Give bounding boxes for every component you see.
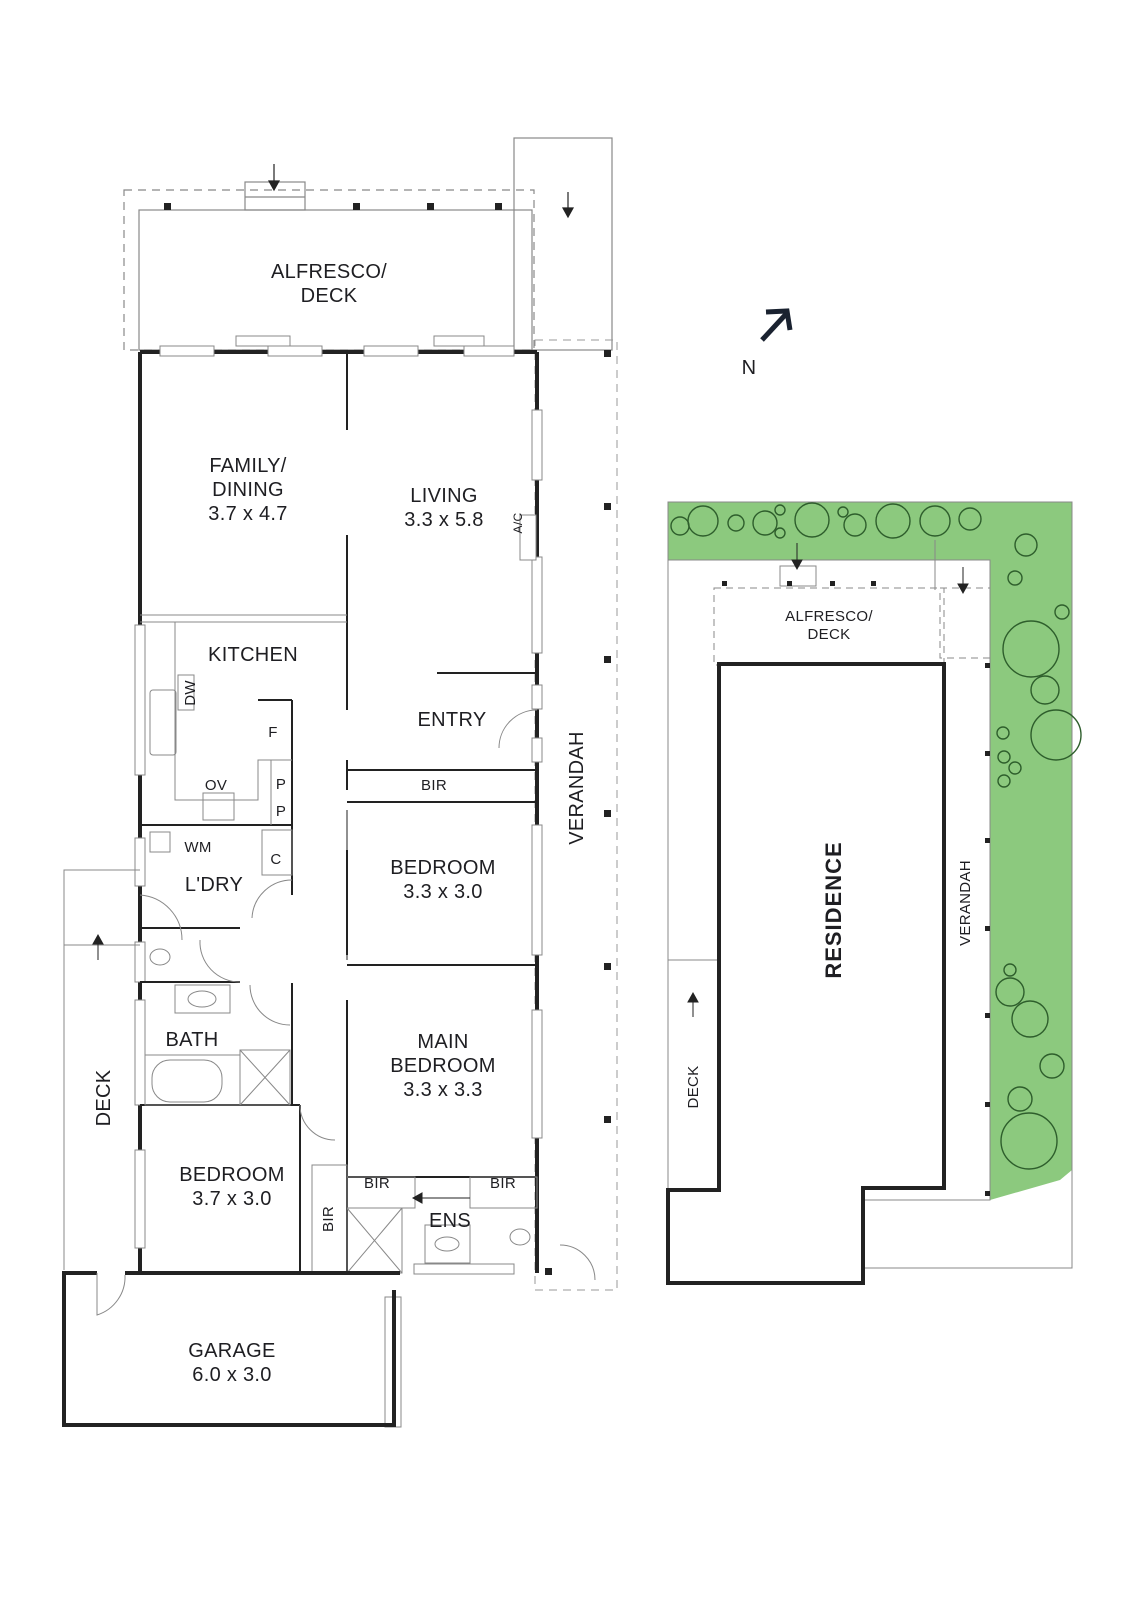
fixture-washing-machine: WM xyxy=(184,839,212,856)
site-plan xyxy=(666,501,1082,1285)
fixture-cupboard: C xyxy=(270,851,282,868)
fixture-pantry-2: P xyxy=(275,803,287,820)
alfresco-deck xyxy=(123,137,613,351)
site-deck: DECK xyxy=(685,1065,702,1109)
fixture-ac: A/C xyxy=(511,512,525,534)
north-arrow-icon xyxy=(760,308,793,342)
room-bath: BATH xyxy=(165,1029,219,1051)
fixture-dw: DW xyxy=(182,680,199,706)
site-residence: RESIDENCE xyxy=(821,841,846,979)
room-alfresco: ALFRESCO/DECK xyxy=(270,261,388,307)
fixture-fridge: F xyxy=(268,724,278,741)
fixture-pantry-1: P xyxy=(275,776,287,793)
fixture-oven: OV xyxy=(204,777,228,794)
room-deck: DECK xyxy=(93,1069,115,1127)
room-bir-1: BIR xyxy=(421,777,447,794)
room-laundry: L'DRY xyxy=(184,874,244,896)
room-bir-2: BIR xyxy=(364,1175,390,1192)
north-label: N xyxy=(741,357,757,379)
room-bir-4: BIR xyxy=(320,1206,337,1232)
site-verandah: VERANDAH xyxy=(957,860,974,946)
room-bir-3: BIR xyxy=(490,1175,516,1192)
room-kitchen: KITCHEN xyxy=(208,644,298,666)
site-alfresco: ALFRESCO/DECK xyxy=(785,608,873,643)
room-ensuite: ENS xyxy=(428,1210,472,1232)
room-entry: ENTRY xyxy=(417,709,487,731)
room-verandah: VERANDAH xyxy=(566,731,588,845)
